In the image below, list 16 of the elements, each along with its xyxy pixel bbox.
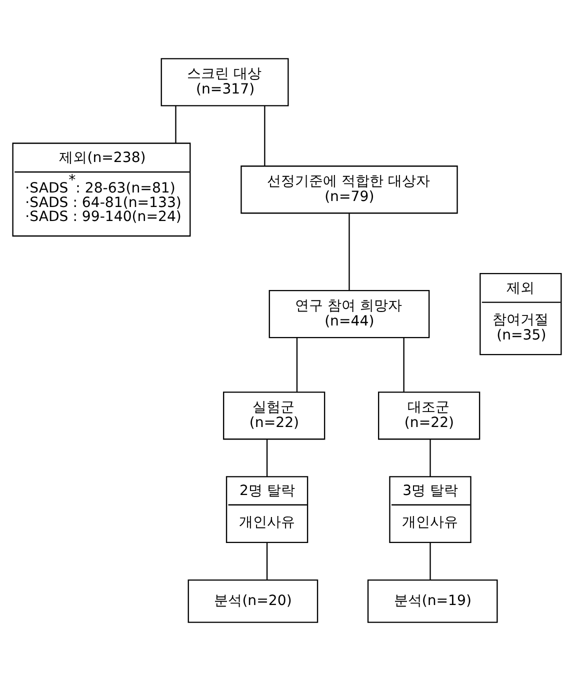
connector [430, 542, 431, 580]
connector [266, 438, 268, 476]
node-box: 실험군 (n=22) [223, 391, 326, 440]
connector [348, 213, 350, 290]
connector [175, 106, 176, 142]
node-box: 스크린 대상 (n=317) [160, 58, 289, 106]
node-box: 선정기준에 적합한 대상자 (n=79) [240, 165, 458, 214]
node-box: 대조군 (n=22) [378, 391, 480, 440]
connector [403, 337, 404, 392]
connector [266, 542, 268, 580]
connector [264, 106, 266, 166]
node-box: 분석(n=20) [188, 578, 318, 622]
connector [296, 337, 298, 392]
node-box: 연구 참여 희망자 (n=44) [268, 290, 430, 338]
node-box: 분석(n=19) [367, 578, 498, 622]
connector [430, 438, 431, 476]
